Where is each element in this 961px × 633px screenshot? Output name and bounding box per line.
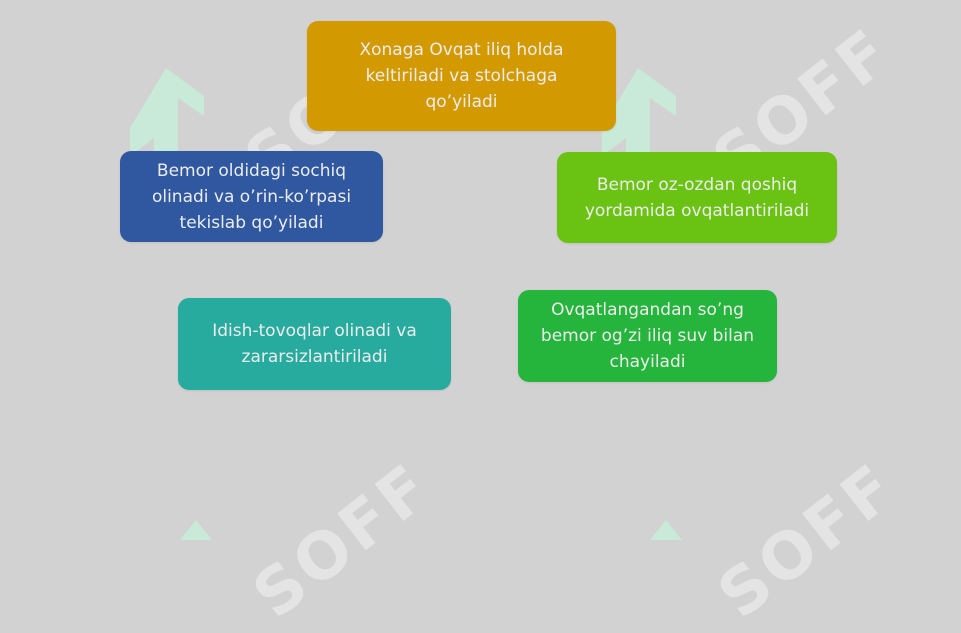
- step-box-left: Bemor oldidagi sochiq olinadi va o’rin-k…: [120, 151, 383, 242]
- watermark-text: SOFF: [705, 449, 912, 633]
- step-box-right: Bemor oz-ozdan qoshiq yordamida ovqatlan…: [557, 152, 837, 243]
- soff-logo-icon: [180, 520, 212, 540]
- step-text-bottom-left: Idish-tovoqlar olinadi va zararsizlantir…: [212, 321, 417, 367]
- step-box-top: Xonaga Ovqat iliq holda keltiriladi va s…: [307, 21, 616, 131]
- step-box-bottom-right: Ovqatlangandan so’ng bemor og’zi iliq su…: [518, 290, 777, 382]
- step-text-top: Xonaga Ovqat iliq holda keltiriladi va s…: [359, 40, 564, 112]
- step-text-right: Bemor oz-ozdan qoshiq yordamida ovqatlan…: [584, 174, 810, 221]
- step-text-bottom-right: Ovqatlangandan so’ng bemor og’zi iliq su…: [540, 300, 755, 372]
- step-box-bottom-left: Idish-tovoqlar olinadi va zararsizlantir…: [178, 298, 451, 390]
- step-text-left: Bemor oldidagi sochiq olinadi va o’rin-k…: [151, 160, 352, 233]
- soff-logo-icon: [650, 520, 682, 540]
- watermark-text: SOFF: [240, 449, 447, 633]
